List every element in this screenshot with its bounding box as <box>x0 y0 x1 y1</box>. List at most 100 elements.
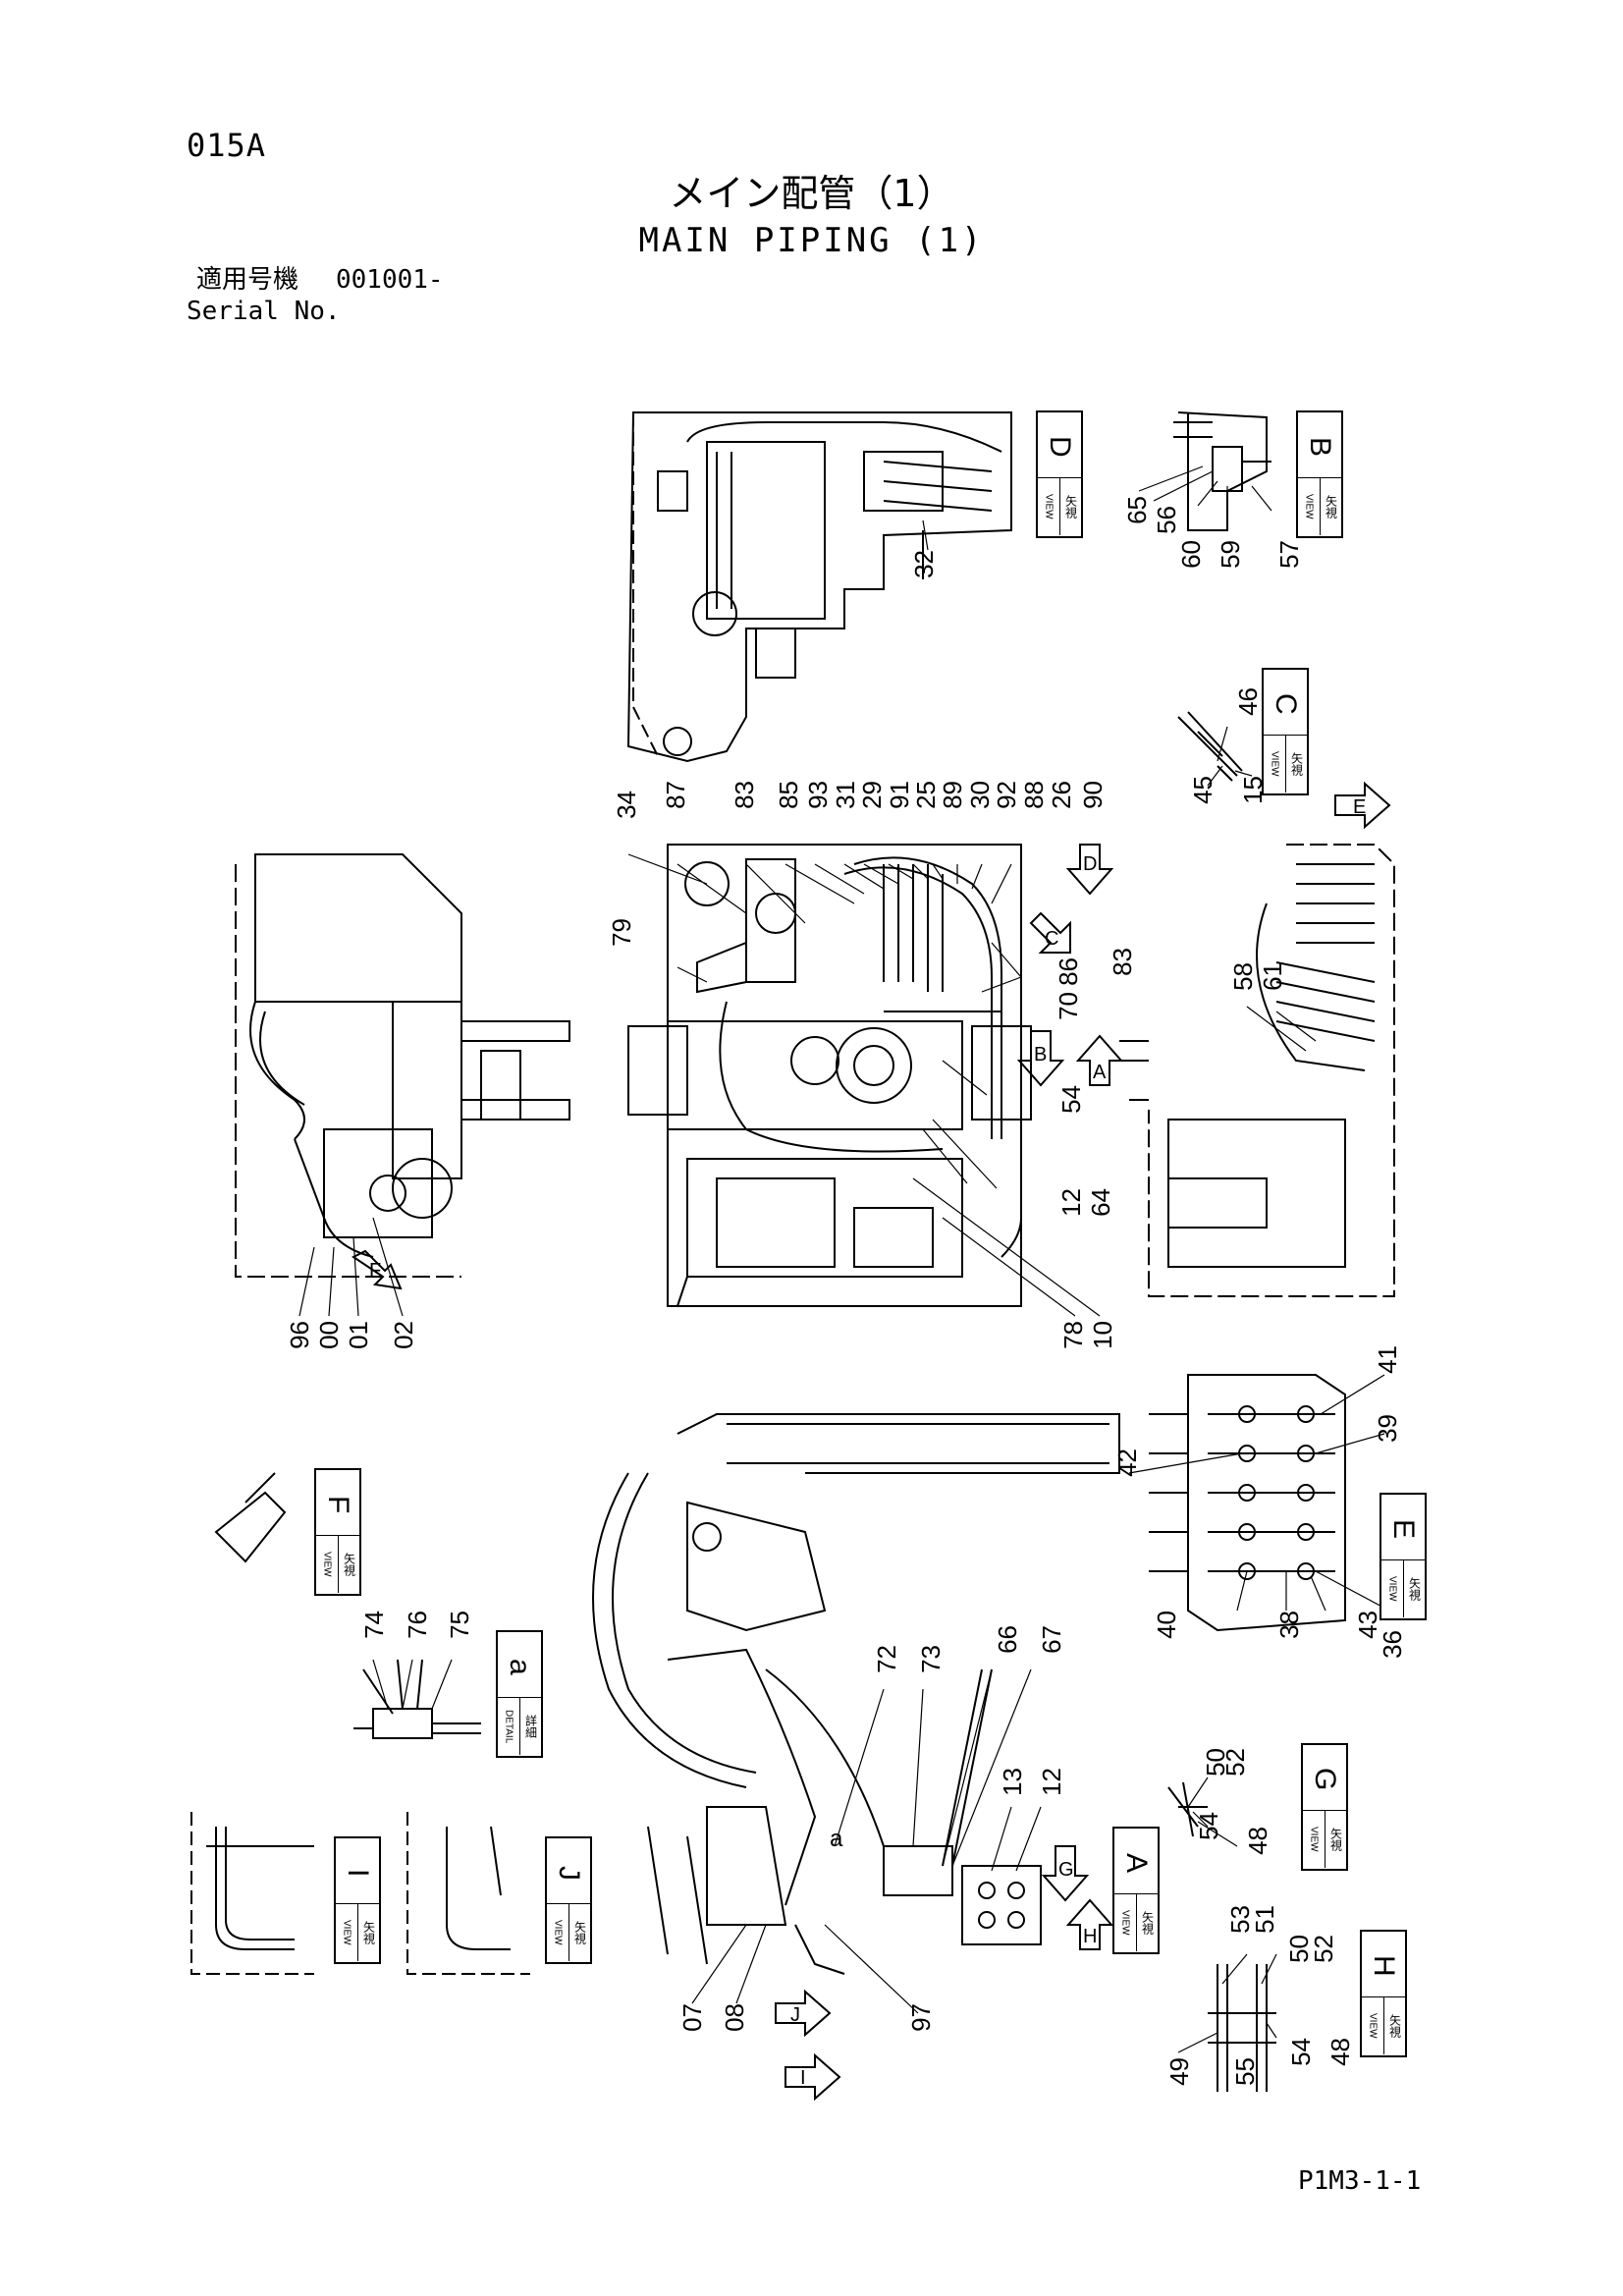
part-number: 78 <box>1058 1321 1088 1349</box>
part-number: 74 <box>359 1611 389 1639</box>
part-number: 48 <box>1325 2038 1355 2066</box>
part-number: 13 <box>998 1768 1027 1796</box>
direction-arrows <box>352 781 1391 2102</box>
part-number: 42 <box>1112 1449 1142 1477</box>
part-number: 70 <box>1054 992 1083 1020</box>
part-number: 55 <box>1230 2057 1260 2086</box>
detail-a-drawing <box>353 1659 481 1739</box>
title-japanese: メイン配管（1） <box>669 172 954 215</box>
part-number: 91 <box>885 781 914 809</box>
part-number: 76 <box>403 1611 432 1639</box>
part-number: 93 <box>803 781 833 809</box>
left-side-view-drawing <box>235 853 570 1278</box>
right-side-view-drawing <box>1119 844 1395 1297</box>
part-number: 10 <box>1088 1321 1117 1349</box>
arrow-d <box>1065 844 1114 896</box>
arrow-c <box>1029 911 1071 954</box>
part-number: 97 <box>906 2003 936 2032</box>
view-j-drawing <box>406 1812 530 1975</box>
view-e-drawing <box>1149 1374 1346 1632</box>
arrow-j <box>775 1989 832 2038</box>
part-number: 54 <box>1194 1812 1223 1840</box>
title-english: MAIN PIPING (1) <box>638 221 985 260</box>
serial-label-japanese: 適用号機 <box>196 265 299 295</box>
part-number: 49 <box>1164 2057 1194 2086</box>
part-number: 88 <box>1019 781 1049 809</box>
part-number: 12 <box>1037 1768 1066 1796</box>
part-number: 72 <box>872 1645 901 1673</box>
part-number: 83 <box>1108 948 1137 976</box>
part-number: 40 <box>1152 1611 1181 1639</box>
part-number: 73 <box>916 1645 946 1673</box>
center-top-view-drawing <box>627 844 1032 1307</box>
view-f-drawing <box>214 1472 287 1563</box>
part-number: 02 <box>389 1321 418 1349</box>
arrow-b <box>1016 1030 1065 1087</box>
part-number: 60 <box>1176 540 1206 569</box>
part-number: 08 <box>720 2003 749 2032</box>
arrow-f <box>352 1249 403 1290</box>
part-number: 32 <box>909 550 939 578</box>
view-b-drawing <box>1173 411 1271 531</box>
arrow-h <box>1065 1898 1114 1950</box>
part-number: 65 <box>1122 496 1152 524</box>
part-number: 31 <box>831 781 860 809</box>
part-number: 34 <box>612 791 641 819</box>
view-d-drawing <box>626 411 1012 763</box>
boom-arm-drawing <box>592 1413 1120 1975</box>
arrow-label-d: D <box>1083 853 1097 875</box>
part-number: 83 <box>730 781 759 809</box>
part-number: 52 <box>1309 1935 1338 1963</box>
arrow-label-j: J <box>790 2004 800 2026</box>
serial-label-english: Serial No. <box>187 297 341 326</box>
part-number: 15 <box>1238 776 1268 804</box>
part-number: 54 <box>1286 2038 1316 2066</box>
part-number: 58 <box>1228 962 1258 991</box>
arrow-label-g: G <box>1058 1859 1074 1881</box>
part-number: 52 <box>1220 1748 1250 1777</box>
part-number: 25 <box>911 781 941 809</box>
part-number: 38 <box>1274 1611 1304 1639</box>
part-number: 56 <box>1152 506 1181 534</box>
part-number: 57 <box>1274 540 1304 569</box>
arrow-label-i: I <box>800 2067 806 2089</box>
part-number: 46 <box>1233 687 1263 716</box>
arrow-i <box>784 2052 841 2102</box>
arrow-label-c: C <box>1045 928 1058 950</box>
part-number: 12 <box>1056 1188 1086 1217</box>
part-number: 87 <box>661 781 690 809</box>
part-number: 01 <box>344 1321 373 1349</box>
part-number: 75 <box>445 1611 474 1639</box>
drawing-code: 015A <box>187 127 267 164</box>
part-number: 64 <box>1086 1188 1115 1217</box>
part-number: 39 <box>1373 1414 1402 1443</box>
arrow-e <box>1334 781 1391 830</box>
part-number: 89 <box>938 781 967 809</box>
view-g-drawing <box>1167 1781 1208 1837</box>
part-number: 00 <box>314 1321 344 1349</box>
part-number: 92 <box>992 781 1021 809</box>
arrow-label-b: B <box>1034 1044 1047 1066</box>
leader-lines <box>298 465 1390 2053</box>
arrow-a <box>1075 1034 1124 1086</box>
part-number: 59 <box>1216 540 1245 569</box>
part-number: 36 <box>1378 1630 1407 1659</box>
part-number: 67 <box>1037 1625 1066 1654</box>
part-number: 51 <box>1250 1905 1279 1934</box>
part-number: 96 <box>285 1321 314 1349</box>
arrow-label-e: E <box>1353 796 1366 818</box>
page-reference: P1M3-1-1 <box>1298 2166 1422 2196</box>
part-number: 79 <box>607 918 636 947</box>
arrow-g <box>1041 1845 1090 1902</box>
part-number: 48 <box>1243 1827 1272 1855</box>
serial-value: 001001- <box>336 265 444 295</box>
